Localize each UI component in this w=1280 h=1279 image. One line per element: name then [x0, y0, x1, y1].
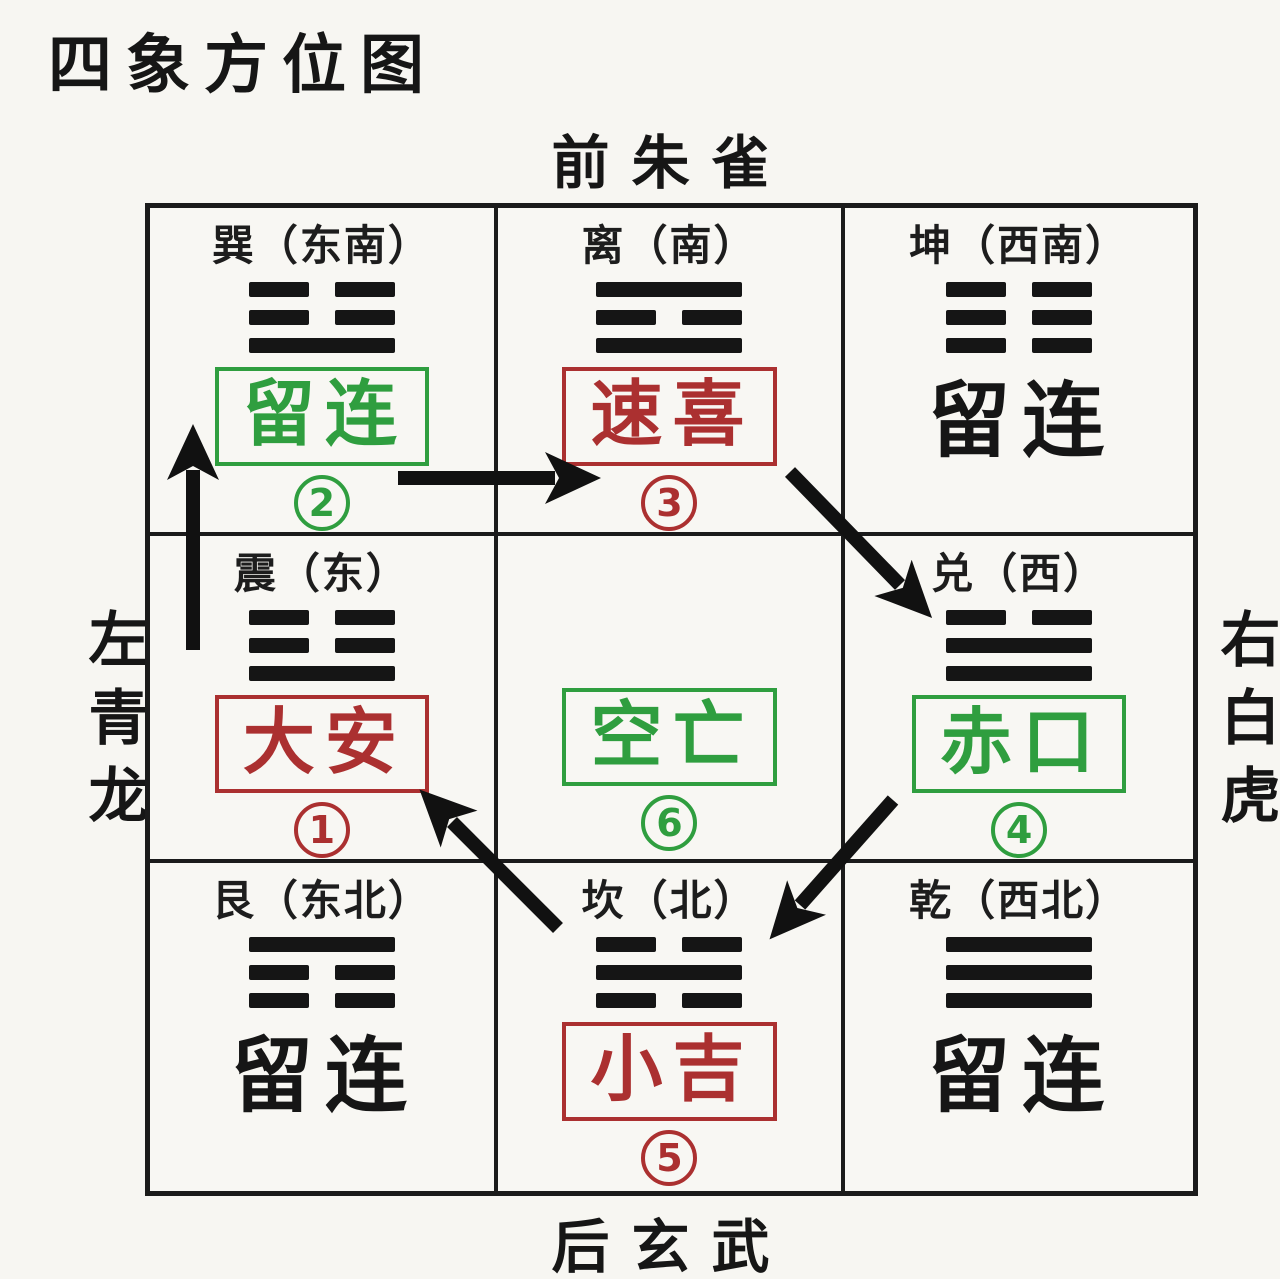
sequence-number-4: 4: [991, 802, 1048, 859]
cell-header-li: 离（南）: [581, 221, 758, 270]
cell-kan-north: 坎（北） 小吉 5: [498, 863, 846, 1191]
cell-center: 空亡 6: [497, 535, 846, 864]
cell-zhen-east: 震（东） 大安 1: [150, 535, 498, 864]
cell-header-zhen: 震（东）: [233, 548, 410, 598]
term-liulian: 留连: [928, 1029, 1117, 1125]
cell-qian-northwest: 乾（西北） 留连: [845, 863, 1193, 1191]
trigram-icon-li: [596, 282, 743, 353]
trigram-icon-zhen: [248, 609, 395, 681]
sequence-number-1: 1: [293, 802, 350, 859]
cell-header-dui: 兑（西）: [931, 548, 1108, 598]
guardian-label-front-vermilion-bird: 前朱雀: [551, 129, 792, 197]
trigram-icon-dui: [946, 609, 1093, 681]
cell-gen-northeast: 艮（东北） 留连: [150, 863, 498, 1191]
trigram-icon-kan: [596, 937, 743, 1009]
term-box-liulian: 留连: [214, 367, 429, 466]
cell-li-south: 离（南） 速喜 3: [497, 208, 846, 536]
term-box-chikou: 赤口: [912, 694, 1127, 794]
sequence-number-2: 2: [293, 474, 350, 531]
trigram-icon-qian: [946, 937, 1093, 1009]
bagua-grid: 巽（东南） 留连 2 离（南） 速喜 3 坤（西南） 留连 震（东） 大安 1 …: [145, 203, 1198, 1196]
guardian-label-back-black-tortoise: 后玄武: [551, 1213, 792, 1279]
cell-header-qian: 乾（西北）: [909, 876, 1130, 926]
term-liulian: 留连: [230, 1029, 419, 1125]
term-box-daan: 大安: [214, 694, 429, 794]
cell-kun-southwest: 坤（西南） 留连: [845, 208, 1193, 536]
trigram-icon-kun: [946, 282, 1093, 353]
trigram-icon-xun: [248, 282, 395, 353]
cell-header-gen: 艮（东北）: [211, 876, 432, 926]
cell-header-kun: 坤（西南）: [909, 221, 1130, 270]
trigram-icon-gen: [248, 937, 395, 1009]
sequence-number-3: 3: [641, 474, 698, 531]
sequence-number-5: 5: [641, 1130, 698, 1187]
cell-xun-southeast: 巽（东南） 留连 2: [150, 208, 498, 536]
guardian-label-right-white-tiger: 右白虎: [1210, 608, 1280, 842]
term-liulian: 留连: [928, 374, 1117, 469]
cell-dui-west: 兑（西） 赤口 4: [845, 536, 1193, 864]
cell-header-xun: 巽（东南）: [211, 221, 432, 270]
page-title: 四象方位图: [48, 29, 438, 103]
term-box-suxi: 速喜: [562, 367, 777, 466]
guardian-label-left-azure-dragon: 左青龙: [78, 608, 148, 842]
sequence-number-6: 6: [641, 795, 698, 852]
term-box-xiaoji: 小吉: [562, 1022, 777, 1122]
cell-header-kan: 坎（北）: [581, 876, 758, 926]
term-box-kongwang: 空亡: [562, 687, 777, 787]
